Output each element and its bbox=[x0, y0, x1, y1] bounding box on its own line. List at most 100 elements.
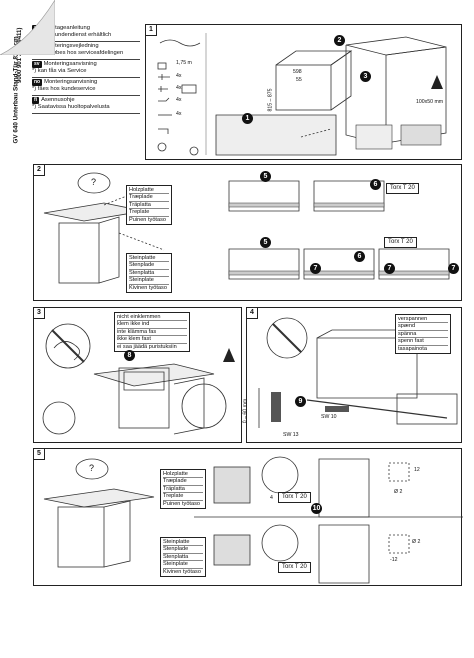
stone-detail-box bbox=[228, 248, 300, 280]
hole-diameter: Ø 2 bbox=[412, 539, 421, 545]
offset-dimension: 12 bbox=[414, 467, 420, 473]
label-line: ikke klem fast bbox=[117, 336, 187, 344]
wood-detail-box bbox=[228, 180, 300, 212]
language-note: *) Saatavissa huoltopalvelusta bbox=[32, 104, 110, 110]
language-note: *) kan fås via Service bbox=[32, 68, 87, 74]
dishwasher-body bbox=[118, 367, 170, 429]
language-note: *) über Kundendienst erhältlich bbox=[32, 32, 112, 38]
panel-step-3: 3 nicht einklemmen klem ikke ind inte kl… bbox=[33, 307, 242, 443]
label-line: tasapainota bbox=[398, 345, 427, 352]
depth-dimension: 55 bbox=[296, 77, 302, 83]
step-marker: 1 bbox=[242, 113, 253, 124]
cap-part-icon bbox=[157, 62, 167, 70]
wood-label-box: Holzplatte Træplade Träplatta Treplate P… bbox=[126, 185, 172, 226]
detail-circle bbox=[261, 524, 299, 562]
screw-count: 4 bbox=[270, 495, 273, 501]
door-alignment-illustration bbox=[42, 323, 235, 435]
part-count: 4x bbox=[176, 85, 182, 91]
part-count: 4x bbox=[176, 73, 182, 79]
drill-position-box bbox=[388, 534, 410, 554]
detail-inset bbox=[396, 393, 458, 425]
plinth-dimension: 100x50 mm bbox=[416, 99, 444, 105]
label-line: Steinplatte bbox=[129, 255, 169, 263]
clip-part-icon bbox=[158, 97, 170, 102]
language-title: Asennusohje bbox=[41, 97, 75, 103]
tension-label-box: verspannen spænd spänna spenn fast tasap… bbox=[395, 314, 451, 355]
warning-circle-icon bbox=[45, 323, 91, 369]
language-badge: no bbox=[32, 79, 43, 86]
hose-pinch-icon bbox=[53, 341, 80, 361]
label-line: Træplade bbox=[163, 478, 203, 486]
torx-label: Torx T 20 bbox=[278, 492, 311, 503]
label-line: Träplatta bbox=[129, 202, 169, 210]
label-line: Træplade bbox=[129, 194, 169, 202]
language-title: Monteringsanvisning bbox=[43, 61, 97, 67]
arrow-up-icon bbox=[431, 75, 443, 89]
label-line: Kivinen työtaso bbox=[163, 568, 201, 575]
dishwasher-body bbox=[58, 222, 100, 284]
label-line: Treplate bbox=[163, 493, 203, 501]
torx-label: Torx T 20 bbox=[386, 183, 419, 194]
countertop-shape bbox=[345, 36, 447, 56]
label-line: spenn fast bbox=[398, 338, 448, 346]
panel-number: 1 bbox=[146, 25, 157, 36]
label-line: verspannen bbox=[398, 316, 448, 324]
wood-texture-icon bbox=[213, 466, 251, 504]
panel-step-4: 4 verspannen spænd spänna spenn fast tas… bbox=[242, 307, 462, 443]
hole-diameter: Ø 2 bbox=[394, 489, 403, 495]
hose-length-label: 1,75 m bbox=[176, 60, 192, 66]
label-line: nicht einklemmen bbox=[117, 314, 187, 322]
step-marker: 7 bbox=[310, 263, 321, 274]
countertop-shape bbox=[43, 488, 155, 508]
label-line: Puinen työtaso bbox=[163, 500, 201, 507]
dishwasher-body bbox=[57, 506, 105, 568]
language-badge: fi bbox=[32, 97, 40, 104]
torx-label: Torx T 20 bbox=[278, 562, 311, 573]
step-marker: 3 bbox=[360, 71, 371, 82]
panel-step-5: 5 ? Holzplatte Træplade Träplatta Trepla… bbox=[33, 448, 463, 586]
step-marker: 9 bbox=[295, 396, 306, 407]
label-line: Träplatta bbox=[163, 486, 203, 494]
step-marker: 6 bbox=[370, 179, 381, 190]
countertop-shape bbox=[93, 363, 215, 387]
label-line: Steinplatte bbox=[163, 539, 203, 547]
wrench-icon bbox=[271, 392, 281, 422]
step-marker: 2 bbox=[334, 35, 345, 46]
label-line: Holzplatte bbox=[163, 471, 203, 479]
foot-part-icon bbox=[157, 142, 167, 152]
step-marker: 8 bbox=[124, 350, 135, 361]
part-count: 4x bbox=[176, 111, 182, 117]
panel-number: 4 bbox=[247, 308, 258, 319]
label-line: Treplate bbox=[129, 209, 169, 217]
height-range-label: 0 – 60 mm bbox=[242, 398, 249, 424]
stone-label-box: Steinplatte Stenplade Stenplatta Steinpl… bbox=[126, 253, 172, 294]
prohibited-slash-icon bbox=[51, 329, 85, 363]
label-line: klem ikke ind bbox=[117, 321, 187, 329]
step-marker: 6 bbox=[354, 251, 365, 262]
label-line: Holzplatte bbox=[129, 187, 169, 195]
label-line: inte klämma fas bbox=[117, 329, 187, 337]
detail-circle bbox=[181, 383, 227, 429]
language-title: Monteringsvejledning bbox=[43, 43, 99, 49]
arrow-up-icon bbox=[223, 348, 235, 362]
label-line: Stenplatta bbox=[129, 270, 169, 278]
language-note: *) fåes hos kundeservice bbox=[32, 86, 96, 92]
pinch-warning-box: nicht einklemmen klem ikke ind inte kläm… bbox=[114, 312, 190, 353]
label-line: Steinplate bbox=[163, 561, 203, 569]
page-curl-icon bbox=[0, 0, 55, 55]
panel-number: 2 bbox=[34, 165, 45, 176]
step-marker: 10 bbox=[311, 503, 322, 514]
torx-label: Torx T 20 bbox=[384, 237, 417, 248]
hose-part-icon bbox=[159, 39, 201, 47]
screw-part-icon bbox=[158, 86, 168, 92]
angle-part-icon bbox=[158, 128, 169, 134]
language-title: Monteringsanvisning bbox=[44, 79, 98, 85]
label-line: Stenplatta bbox=[163, 554, 203, 562]
tool-size-label: SW 13 bbox=[283, 432, 299, 438]
brick-texture-icon bbox=[213, 534, 251, 566]
part-count: 4x bbox=[176, 97, 182, 103]
detail-circle bbox=[42, 401, 76, 435]
label-line: ei saa jäädä puristuksiin bbox=[117, 343, 177, 350]
